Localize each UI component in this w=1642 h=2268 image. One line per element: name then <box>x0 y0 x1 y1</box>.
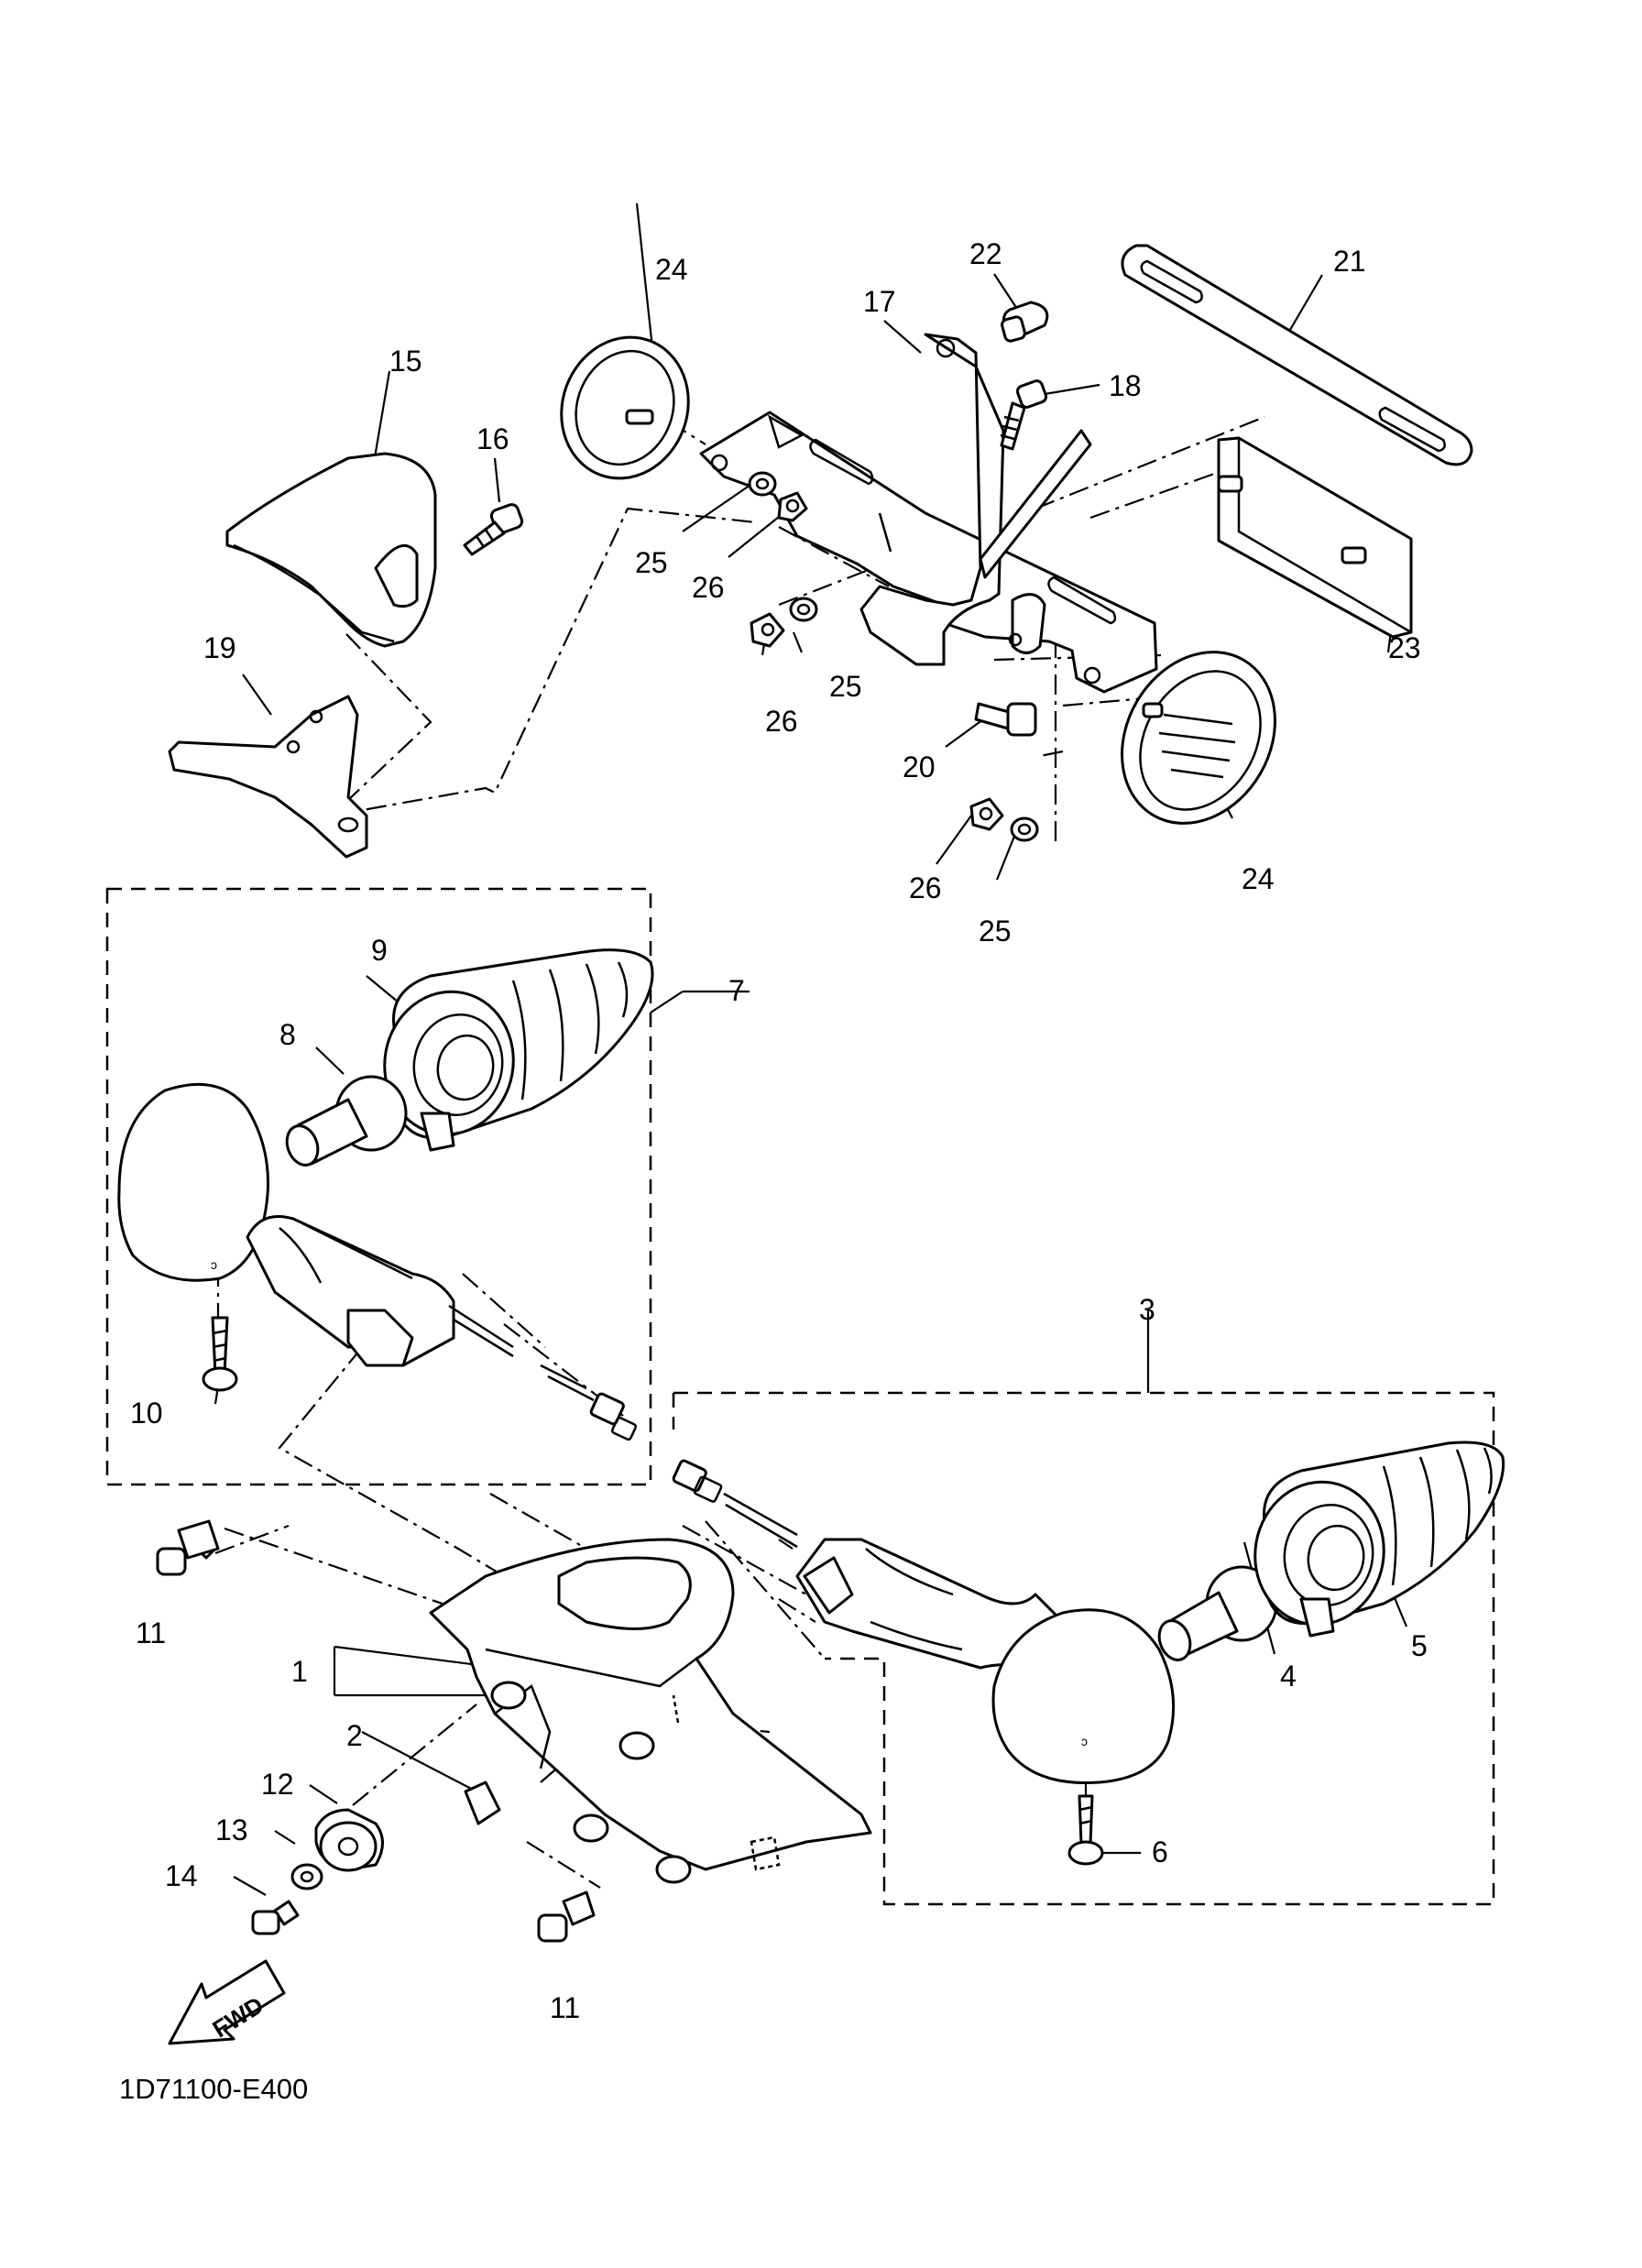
part-20-bolt <box>974 702 1037 737</box>
part-18-bolt <box>1000 379 1048 451</box>
callout-3: 3 <box>1139 1293 1155 1326</box>
part-10-screw <box>202 1316 238 1392</box>
callout-26-a: 26 <box>692 571 725 604</box>
part-3-turn-signal: ↄ <box>672 1459 1176 1785</box>
callout-9: 9 <box>371 934 388 967</box>
callout-6: 6 <box>1152 1835 1168 1868</box>
callout-23: 23 <box>1388 631 1421 664</box>
callout-20: 20 <box>903 751 936 783</box>
callout-13: 13 <box>215 1813 248 1846</box>
part-14-bolt <box>251 1900 300 1935</box>
part-16-screw <box>463 503 524 556</box>
callout-15: 15 <box>389 345 422 378</box>
part-22-cap-nut <box>1001 301 1049 343</box>
diagram-code: 1D71100-E400 <box>119 2073 308 2105</box>
washers-and-nuts <box>748 471 1039 842</box>
svg-text:ↄ: ↄ <box>1081 1734 1088 1748</box>
callout-25-a: 25 <box>635 546 668 579</box>
callout-25-c: 25 <box>979 915 1012 948</box>
callout-11-lower: 11 <box>550 1991 580 2024</box>
assembly-box-3-outline <box>672 1391 1495 1906</box>
part-8-bulb <box>285 1075 408 1167</box>
part-4-bulb <box>1157 1565 1278 1661</box>
callout-26-c: 26 <box>909 871 942 904</box>
part-19-bracket <box>168 695 368 859</box>
part-15-cover <box>225 452 437 648</box>
part-11-bolt-upper <box>156 1519 220 1576</box>
callout-11-upper: 11 <box>136 1616 166 1649</box>
part-24-reflector-left <box>560 335 690 480</box>
callout-4: 4 <box>1280 1660 1297 1693</box>
part-11-bolt-lower <box>537 1890 596 1943</box>
part-9-lens <box>383 948 654 1152</box>
svg-text:ↄ: ↄ <box>211 1257 217 1272</box>
callout-24-top: 24 <box>655 253 688 286</box>
callout-22: 22 <box>969 237 1002 270</box>
callout-17: 17 <box>863 285 896 318</box>
assembly-box-7 <box>105 887 652 1486</box>
part-21-plate-strip <box>1121 244 1473 466</box>
callout-24-right: 24 <box>1242 862 1275 895</box>
callout-5: 5 <box>1411 1629 1428 1662</box>
callout-19: 19 <box>203 631 236 664</box>
fwd-arrow-icon: FWD <box>168 1959 286 2045</box>
callout-14: 14 <box>165 1859 198 1892</box>
part-17-main-bracket <box>699 333 1158 694</box>
callout-7: 7 <box>728 974 745 1007</box>
part-13-washer <box>290 1863 323 1890</box>
part-6-screw <box>1067 1794 1104 1866</box>
callout-25-b: 25 <box>829 670 862 703</box>
part-2-socket <box>464 1780 501 1825</box>
part-24-reflector-right <box>1121 651 1276 825</box>
part-23-reflector-plate <box>1217 436 1413 639</box>
part-12-grommet <box>314 1808 384 1872</box>
callout-26-b: 26 <box>765 705 798 738</box>
callout-12: 12 <box>261 1768 294 1801</box>
callout-labels: 1 2 3 4 5 6 7 8 9 10 11 11 12 13 14 15 1… <box>130 237 1428 2024</box>
callout-16: 16 <box>476 422 509 455</box>
callout-2: 2 <box>346 1719 363 1752</box>
callout-1: 1 <box>291 1655 308 1688</box>
callout-21: 21 <box>1333 245 1366 278</box>
part-1-rear-fender <box>429 1538 872 1884</box>
part-7-housing: ↄ <box>117 1082 638 1441</box>
callout-10: 10 <box>130 1397 163 1430</box>
callout-18: 18 <box>1109 369 1142 402</box>
part-5-lens <box>1253 1441 1505 1638</box>
callout-8: 8 <box>279 1018 296 1051</box>
